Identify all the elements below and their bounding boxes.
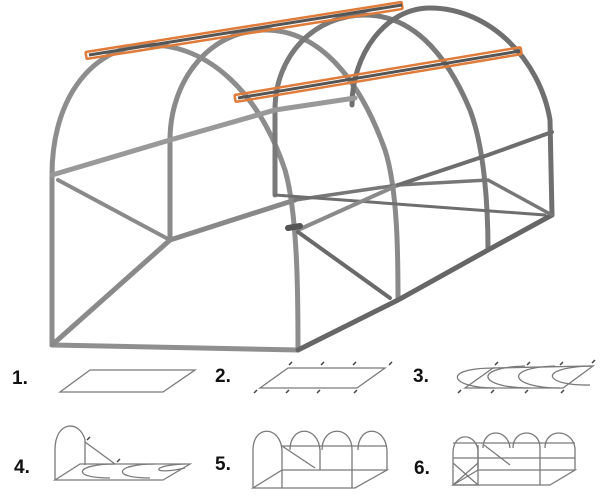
step-4-sketch <box>52 425 193 481</box>
step-label-3: 3. <box>413 366 429 387</box>
step-3-sketch <box>456 359 596 394</box>
step-label-2: 2. <box>215 366 231 387</box>
step-5-sketch <box>250 430 390 489</box>
step-6-sketch <box>450 432 578 486</box>
step-label-5: 5. <box>215 454 231 475</box>
step-2-sketch <box>253 361 393 394</box>
step-label-6: 6. <box>414 458 430 479</box>
step-label-4: 4. <box>14 457 30 478</box>
step-1-sketch <box>58 369 198 393</box>
greenhouse-frame-illustration <box>49 0 555 353</box>
highlighted-ridge-bars <box>84 0 523 104</box>
step-label-1: 1. <box>12 368 28 389</box>
